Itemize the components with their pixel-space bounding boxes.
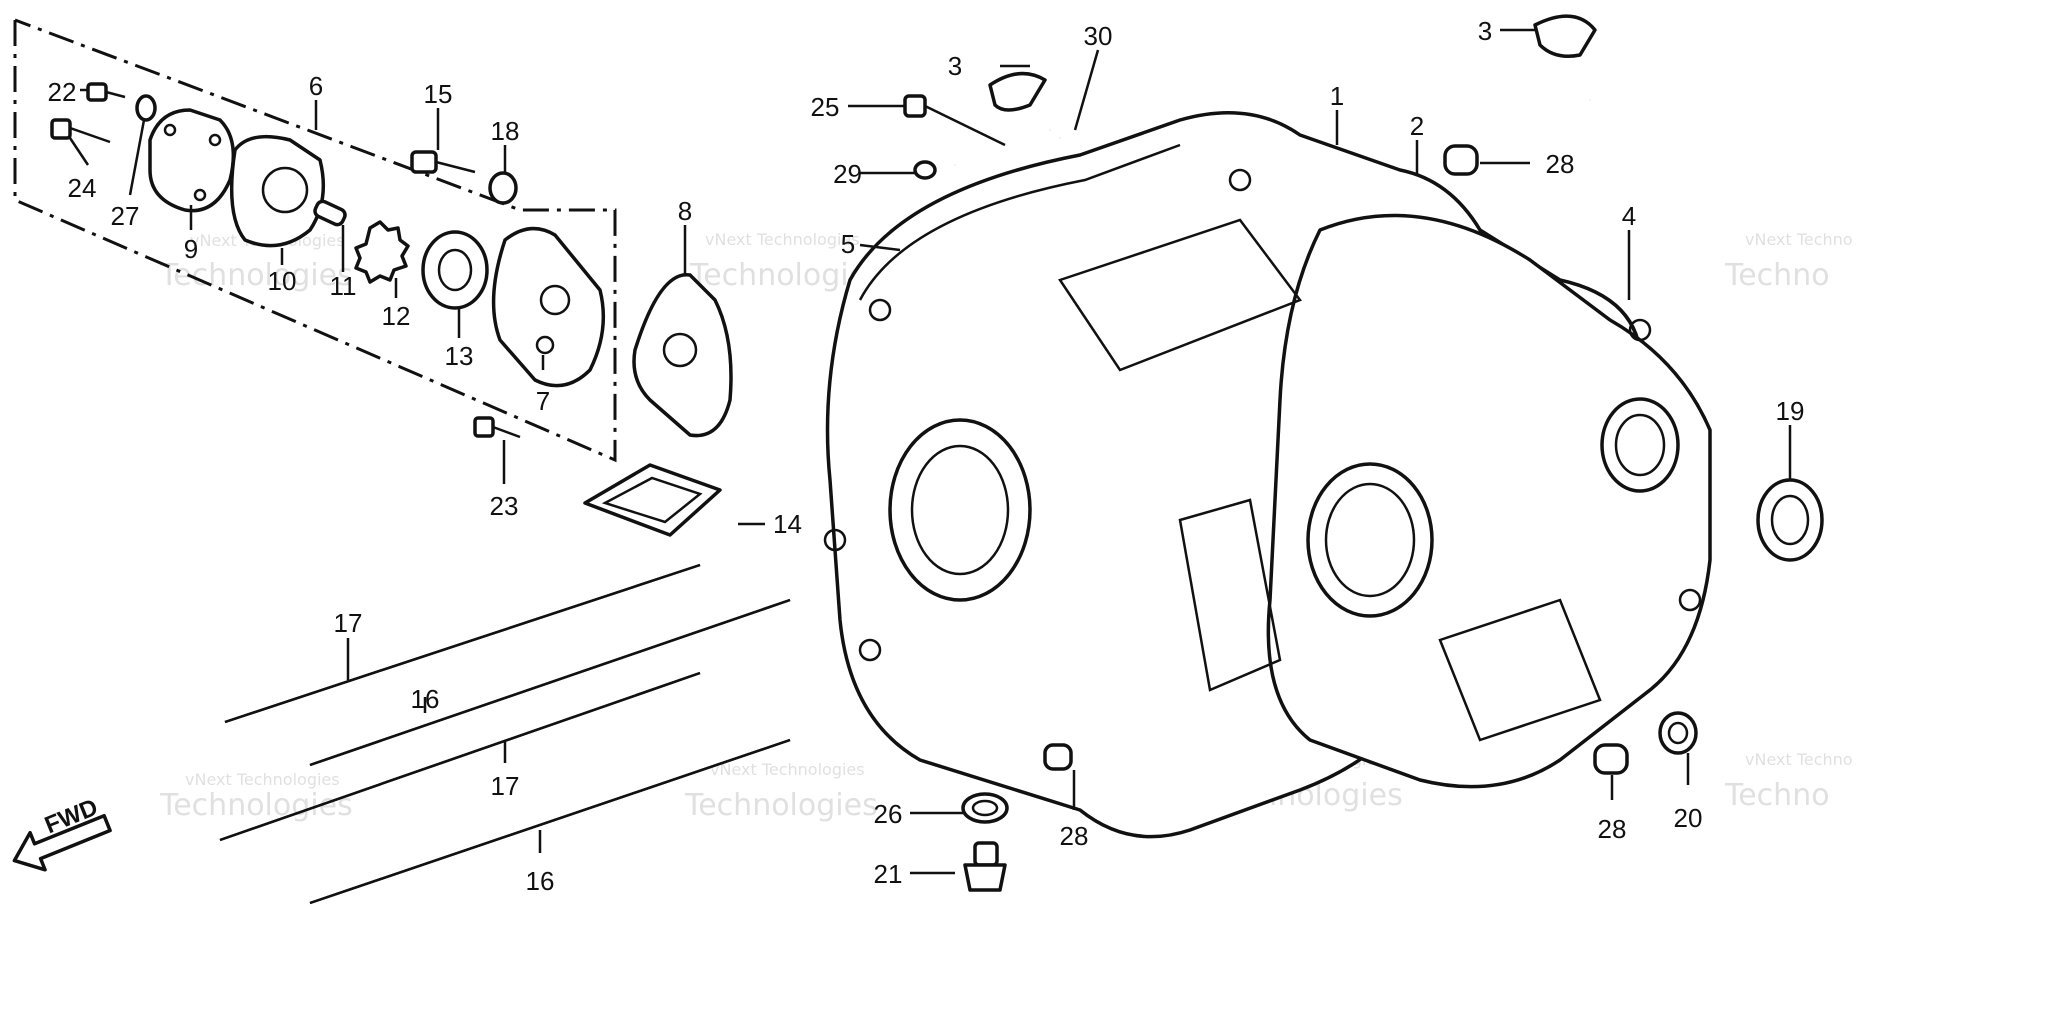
callout-17: 17 [334,608,363,638]
oil-strainer-14 [583,463,722,537]
crankcase-small-parts [903,14,1824,892]
callout-8: 8 [678,196,692,226]
watermark-text: Technologies [684,788,878,823]
crankcase-studs [219,563,791,905]
callout-26: 26 [874,799,903,829]
stud-16 [309,738,791,905]
callout-10: 10 [268,266,297,296]
oil-seal-19 [1756,478,1824,562]
drain-plug-21 [963,841,1007,892]
callout-1: 1 [1330,81,1344,111]
callout-6: 6 [309,71,323,101]
callout-29: 29 [833,159,862,189]
callout-2: 2 [1410,111,1424,141]
callout-17: 17 [491,771,520,801]
watermark-text: vNext Technologies [705,230,860,249]
o-ring-27 [135,94,157,122]
callout-23: 23 [490,491,519,521]
breather-tube-30 [1059,48,1591,139]
callout-21: 21 [874,859,903,889]
callout-5: 5 [841,229,855,259]
callout-7: 7 [536,386,550,416]
watermark-text: Techno [1724,778,1830,813]
dowel-pin-28 [1593,743,1629,775]
clip-29 [913,160,937,180]
gasket-5-edge [858,143,1181,301]
watermark-text: Technologies [159,788,353,823]
nut-20 [1658,711,1698,755]
stud-17 [219,671,701,842]
callout-27: 27 [111,201,140,231]
watermark-text: vNext Technologies [185,770,340,789]
pump-body-7 [491,226,606,388]
stud-16 [309,598,791,767]
callout-15: 15 [424,79,453,109]
callout-labels: 1 2 3 3 4 5 6 7 8 9 10 11 12 13 14 15 16… [48,16,1805,896]
watermark-text: vNext Techno [1745,750,1853,769]
callout-19: 19 [1776,396,1805,426]
callout-25: 25 [811,92,840,122]
outer-rotor-13 [421,230,489,310]
watermark-text: vNext Technologies [710,760,865,779]
callout-20: 20 [1674,803,1703,833]
clamp-3 [1533,14,1597,58]
oil-pump-group-boundary [13,18,617,463]
oil-pump-parts [50,82,733,537]
dowel-pin-28 [1043,743,1073,771]
washer-26 [961,792,1009,824]
callout-9: 9 [184,234,198,264]
bolt-23 [473,416,521,439]
dowel-11 [313,199,347,227]
callout-28: 28 [1546,149,1575,179]
stud-17 [224,563,701,724]
callout-30: 30 [1084,21,1113,51]
fwd-arrow: FWD [12,794,112,872]
callout-3: 3 [948,51,962,81]
callout-11: 11 [330,271,357,301]
callout-14: 14 [773,509,802,539]
forward-arrow-icon [12,813,112,872]
callout-3: 3 [1478,16,1492,46]
callout-16: 16 [411,684,440,714]
pump-cover-9 [148,108,236,213]
clamp-3 [988,71,1047,112]
gasket-10 [229,134,326,248]
callout-24: 24 [68,173,97,203]
gasket-8 [632,273,733,438]
callout-28: 28 [1598,814,1627,844]
bolt-24 [50,118,111,144]
callout-12: 12 [382,301,411,331]
callout-18: 18 [491,116,520,146]
screw-22 [86,82,126,102]
crankcase-assembly [823,111,1712,839]
callout-4: 4 [1622,201,1636,231]
inner-rotor-12 [354,220,410,284]
dowel-pin-28 [1443,144,1479,176]
bolt-25 [903,94,1006,147]
bolt-15 [410,150,476,174]
watermark-text: Techno [1724,258,1830,293]
callout-13: 13 [445,341,474,371]
leader-lines [68,28,1792,875]
callout-22: 22 [48,77,77,107]
callout-16: 16 [526,866,555,896]
washer-18 [488,171,518,205]
right-crankcase-half [1266,213,1712,789]
callout-28: 28 [1060,821,1089,851]
watermark-text: vNext Techno [1745,230,1853,249]
countershaft-bore [1600,397,1680,493]
